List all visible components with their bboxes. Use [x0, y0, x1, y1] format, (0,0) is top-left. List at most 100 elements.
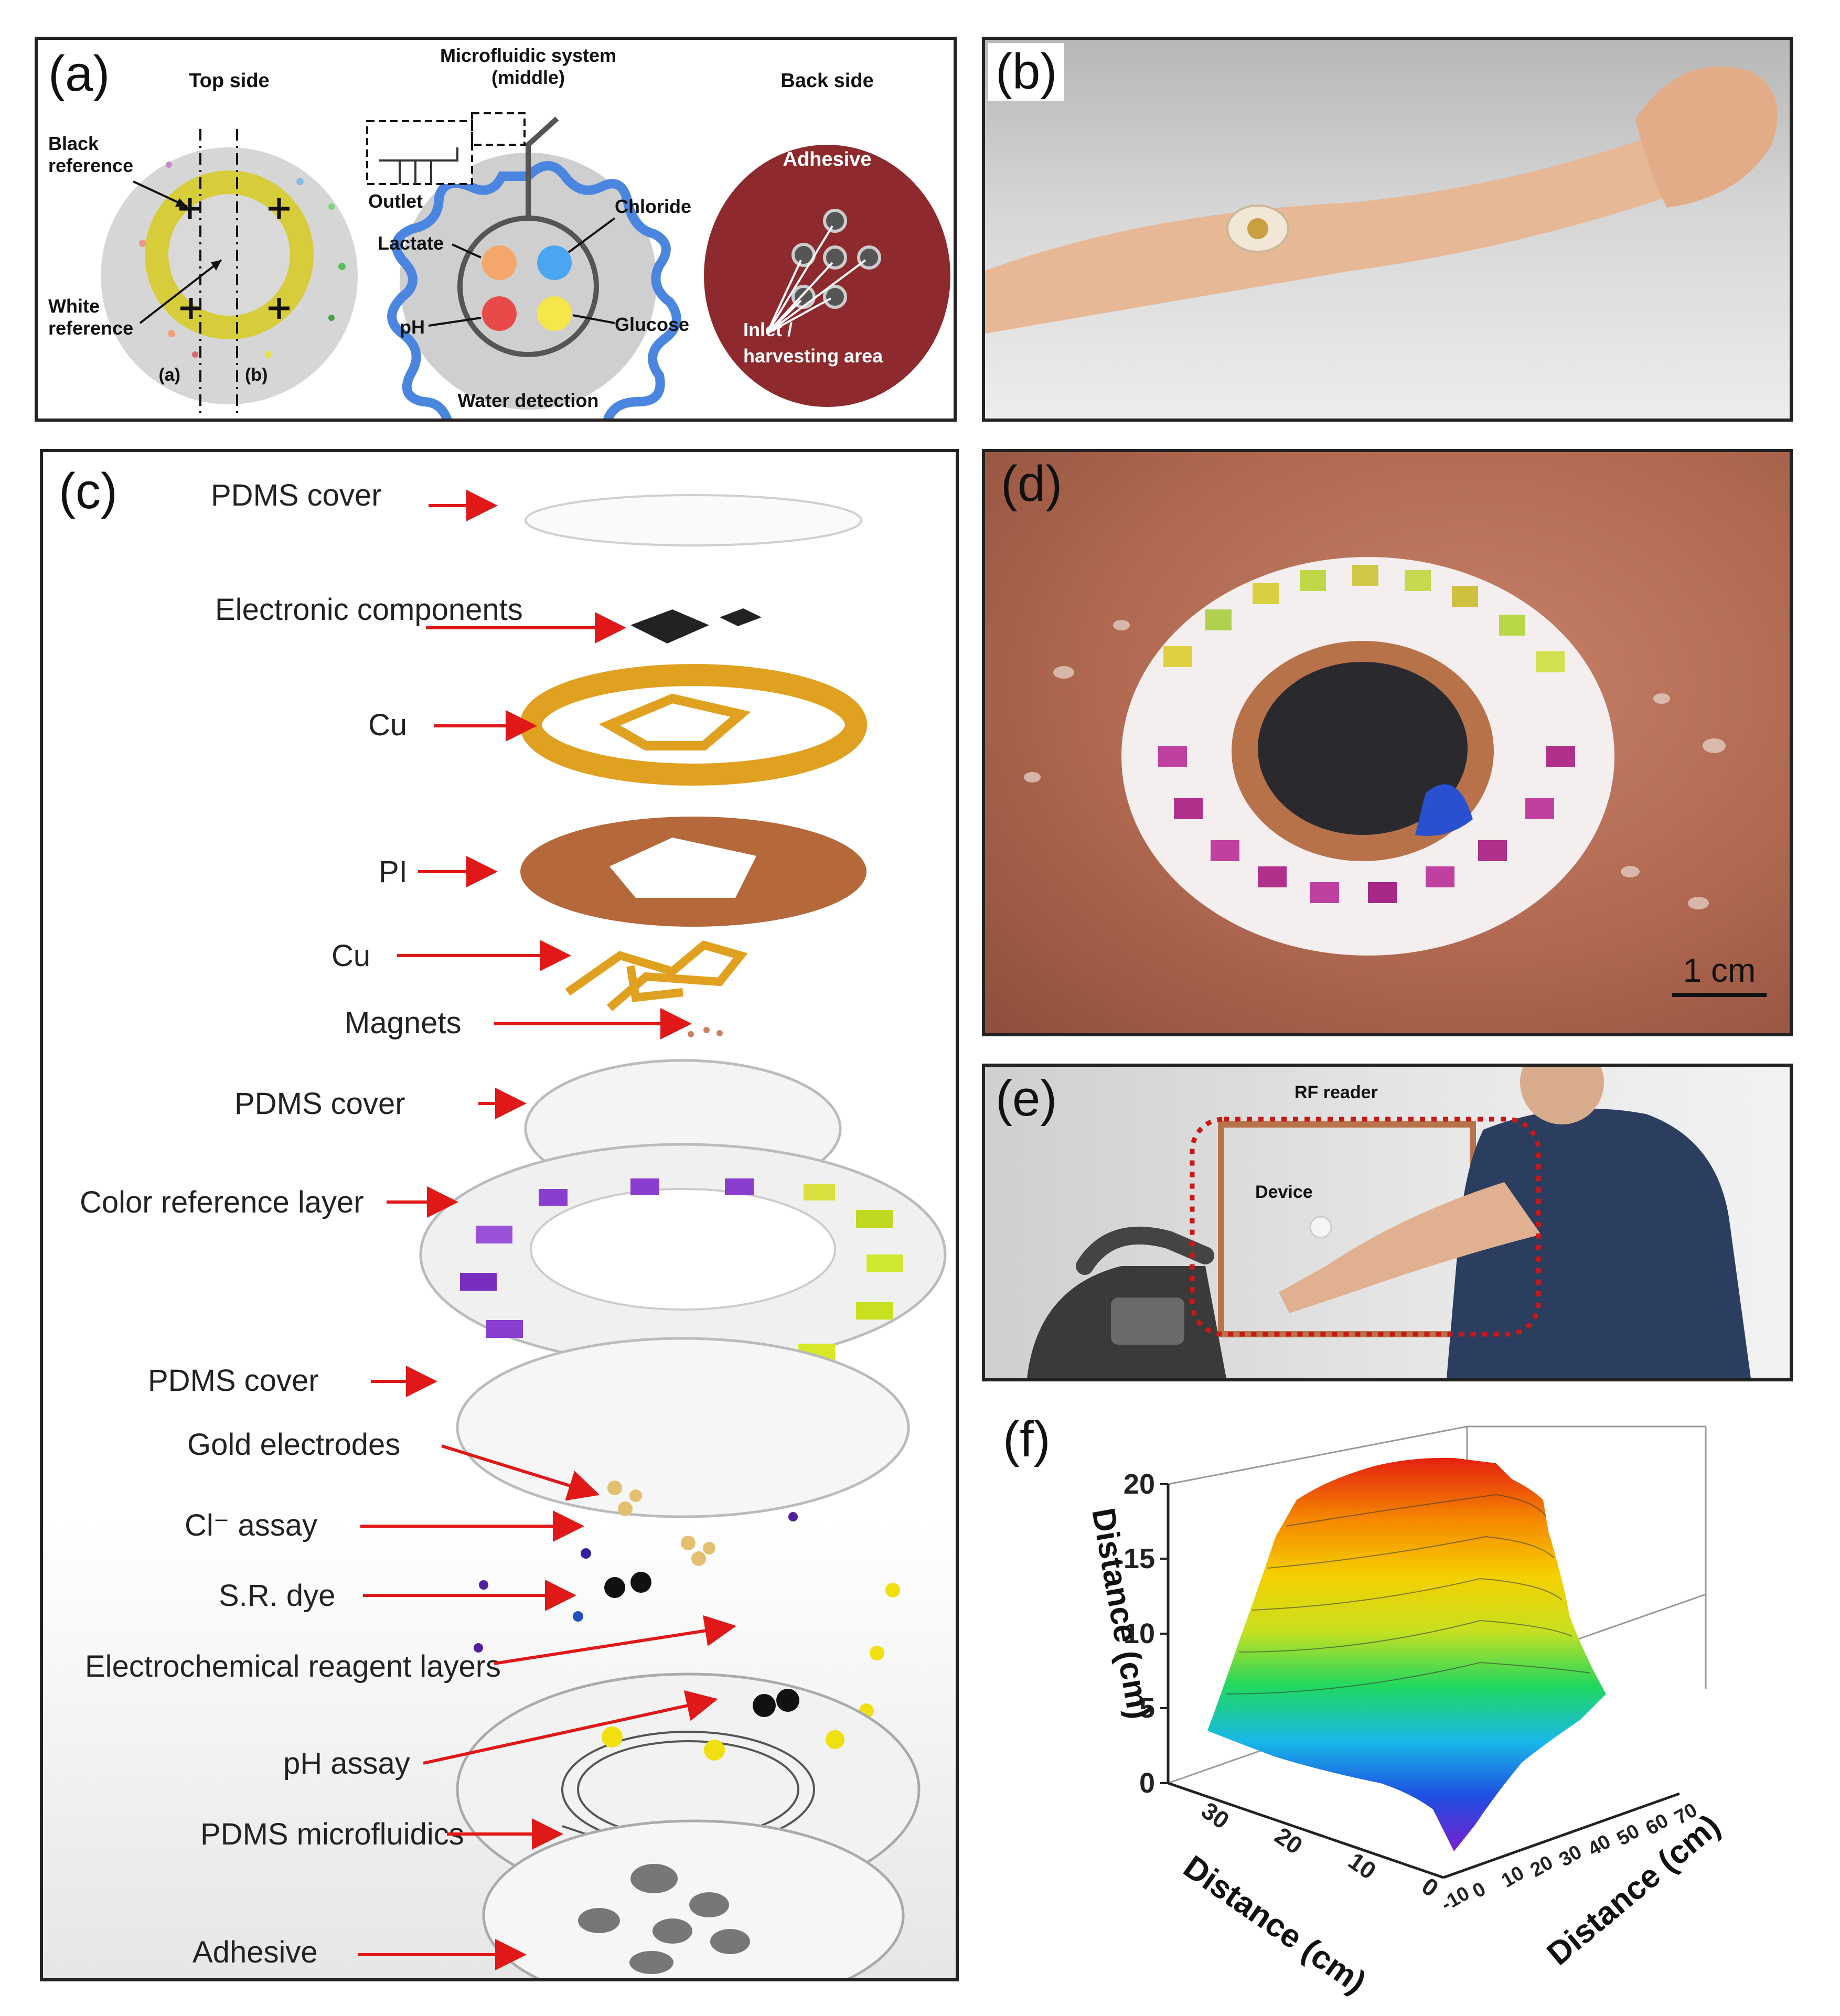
yellow-ring — [145, 170, 314, 339]
y-tick-40: 40 — [1585, 1830, 1615, 1861]
white-ref-label-1: White — [48, 295, 100, 317]
panel-a-label: (a) — [48, 46, 110, 102]
y-axis: -10 0 10 20 30 40 50 60 70 Distance (cm) — [1438, 1792, 1727, 1972]
assay-dots — [474, 1512, 900, 1718]
ph-dot — [482, 296, 517, 331]
z-tick-0: 0 — [1139, 1767, 1155, 1799]
person-shirt — [1447, 1109, 1751, 1378]
cut-a-label: (a) — [158, 365, 180, 385]
glucose-dot — [537, 296, 572, 331]
red-arrows — [358, 490, 736, 1970]
device-label: Device — [1255, 1182, 1313, 1202]
panel-b: (b) — [982, 37, 1793, 422]
assay-wells — [1158, 565, 1575, 903]
fist — [1635, 66, 1778, 208]
surface-chart: 0 5 10 15 20 Distance (cm) 30 20 10 0 Di… — [1085, 1425, 1727, 2001]
cut-b-label: (b) — [245, 365, 268, 385]
panel-d-label: (d) — [1001, 456, 1063, 512]
panel-c: (c) — [40, 449, 959, 1981]
label-sr-dye: S.R. dye — [219, 1579, 335, 1613]
microfluidic-disc — [400, 153, 657, 410]
glucose-label: Glucose — [615, 314, 689, 335]
rf-reader-label: RF reader — [1295, 1082, 1378, 1102]
label-color-reference-layer: Color reference layer — [80, 1185, 364, 1219]
z-tick-5: 5 — [1139, 1692, 1155, 1724]
panel-a: (a) Top side Black reference White refer… — [35, 37, 957, 422]
inlet-arrows — [766, 225, 866, 335]
x-axis: 30 20 10 0 Distance (cm) — [1168, 1782, 1444, 2001]
device-on-arm — [1309, 1216, 1332, 1239]
label-ph-assay: pH assay — [283, 1746, 410, 1781]
z-tick-10: 10 — [1124, 1618, 1155, 1649]
white-ref-label-2: reference — [48, 317, 133, 339]
arm — [1279, 1182, 1541, 1313]
label-electronic-components: Electronic components — [215, 593, 523, 627]
label-cu-1: Cu — [368, 708, 407, 742]
panel-e: RF reader Device (e) — [982, 1064, 1793, 1381]
rf-reader-photo: RF reader Device — [1027, 1067, 1751, 1378]
y-tick-30: 30 — [1556, 1841, 1586, 1871]
chloride-dot — [537, 245, 572, 280]
water-detection-label: Water detection — [458, 390, 599, 411]
y-tick-60: 60 — [1642, 1809, 1673, 1840]
forearm — [985, 134, 1667, 334]
label-magnets: Magnets — [345, 1006, 461, 1040]
electronics-center — [1258, 662, 1468, 835]
panel-e-label: (e) — [996, 1070, 1057, 1127]
ring-center — [168, 194, 290, 316]
middle-title-2: (middle) — [491, 67, 565, 88]
adhesive-label-a: Adhesive — [783, 148, 872, 170]
exploded-view-labels: PDMS cover Electronic components Cu PI C… — [80, 478, 736, 1970]
inlet-label-2: harvesting area — [743, 345, 883, 367]
contour-lines — [1225, 1494, 1591, 1695]
z-axis: 0 5 10 15 20 Distance (cm) — [1085, 1468, 1170, 1799]
y-tick-20: 20 — [1527, 1851, 1557, 1882]
middle-title-1: Microfluidic system — [440, 45, 616, 66]
panel-c-label: (c) — [59, 463, 117, 519]
chip-large — [630, 609, 709, 644]
lactate-label: Lactate — [378, 232, 444, 254]
exploded-view — [419, 494, 947, 1978]
gold-electrodes-shape — [607, 1481, 715, 1566]
outlet-inset — [366, 120, 473, 185]
label-pdms-cover-3: PDMS cover — [148, 1364, 319, 1398]
z-tick-15: 15 — [1124, 1543, 1155, 1574]
panel-a-diagram: Top side Black reference White reference… — [48, 45, 950, 419]
rf-reader-dotted-outline — [1190, 1117, 1541, 1337]
panel-f-label: (f) — [1003, 1411, 1051, 1467]
outlet-label: Outlet — [368, 190, 423, 212]
arm-photo — [985, 66, 1778, 334]
black-ref-label-1: Black — [48, 133, 99, 154]
color-reference-patches — [460, 1178, 903, 1375]
y-tick-neg10: -10 — [1438, 1882, 1474, 1916]
top-side-title: Top side — [189, 70, 269, 92]
label-pdms-cover-2: PDMS cover — [234, 1087, 405, 1121]
color-dots — [139, 162, 346, 358]
adhesive-holes — [578, 1864, 750, 1974]
cross-markers — [179, 198, 290, 319]
label-pdms-cover-1: PDMS cover — [211, 478, 382, 512]
x-tick-30: 30 — [1196, 1797, 1234, 1835]
surface-shape — [1207, 1457, 1606, 1851]
label-adhesive: Adhesive — [192, 1935, 318, 1969]
scale-label: 1 cm — [1683, 951, 1756, 989]
back-side-disc — [704, 145, 950, 407]
back-side-title: Back side — [780, 70, 873, 92]
inlet-holes — [791, 209, 881, 309]
panel-d: 1 cm (d) — [982, 449, 1793, 1036]
lactate-dot — [482, 245, 517, 280]
inlet-label-1: Inlet / — [743, 319, 793, 340]
label-cu-2: Cu — [331, 939, 370, 973]
pdms-cover-top-shape — [525, 494, 862, 546]
z-axis-label: Distance (cm) — [1085, 1505, 1158, 1721]
panel-b-label: (b) — [988, 43, 1065, 101]
label-electrochemical-reagent-layers: Electrochemical reagent layers — [85, 1649, 501, 1683]
label-pdms-microfluidics: PDMS microfluidics — [200, 1817, 464, 1851]
outlet-channel — [526, 116, 559, 218]
x-tick-20: 20 — [1270, 1822, 1308, 1860]
label-cl-assay: Cl⁻ assay — [185, 1508, 317, 1542]
device-on-skin-photo: 1 cm — [1024, 557, 1767, 997]
sweat-drops — [1024, 620, 1726, 909]
ph-label: pH — [400, 316, 425, 338]
chloride-label: Chloride — [615, 196, 691, 217]
